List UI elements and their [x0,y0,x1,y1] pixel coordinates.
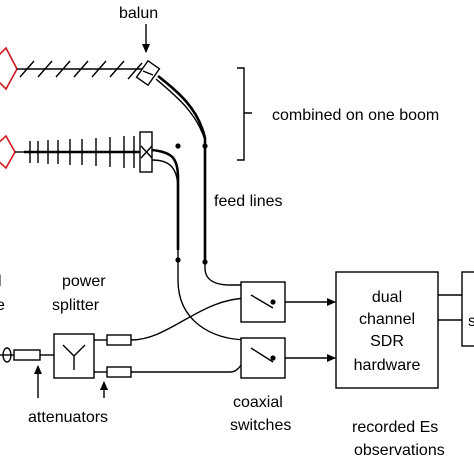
right-partial-label: s [468,313,474,330]
balun-top-mark [142,70,154,76]
power-label: power [62,273,106,290]
coaxial-label: coaxial [233,394,283,411]
observations-label: observations [354,442,445,459]
input-connector [2,347,12,363]
sdr-label-dual: dual [372,289,402,306]
left-partial-label-top: l [0,273,2,290]
recorded-label: recorded Es [352,419,438,436]
line-att-bottom-to-switch-bottom [131,357,250,373]
feed-line-bottom-thin [151,159,250,341]
splitter-label: splitter [52,297,100,314]
yagi-antenna-bottom [24,136,146,168]
line-att-top-to-switch-top [130,297,250,341]
splitter-symbol [62,344,86,370]
feed-lines-label: feed lines [214,193,283,210]
attenuators-label: attenuators [28,409,108,426]
balun-label: balun [119,5,158,22]
feed-dot-1 [175,143,181,149]
red-source-marker-top [0,46,18,91]
switch-bottom-symbol [250,347,274,363]
combined-label: combined on one boom [272,107,439,124]
feed-line-top-thin [155,78,249,286]
feed-dot-2 [202,143,208,149]
switch-top-symbol [250,294,274,309]
attenuator-bottom [106,366,132,378]
balun-bottom-mark-2 [140,145,153,159]
switch-top-contact [270,299,276,305]
sdr-label-sdr: SDR [370,333,404,350]
attenuator-input [13,349,41,361]
sdr-label-channel: channel [359,311,415,328]
left-partial-label-bottom: e [0,297,5,314]
combined-brace [237,67,252,161]
right-partial-box [461,271,474,347]
feed-dot-4 [202,259,208,265]
attenuator-top [106,334,132,346]
feed-dot-3 [175,257,181,263]
sdr-label-hardware: hardware [354,357,421,374]
coaxial-switch-bottom [240,337,286,379]
switch-bottom-contact [270,355,276,361]
feed-line-bottom-thick [151,148,180,250]
yagi-antenna-top [19,60,150,80]
red-source-marker-bottom [0,134,16,170]
sdr-hardware-box [335,271,439,389]
switches-label: switches [230,417,291,434]
feed-line-top-thick [157,74,207,260]
